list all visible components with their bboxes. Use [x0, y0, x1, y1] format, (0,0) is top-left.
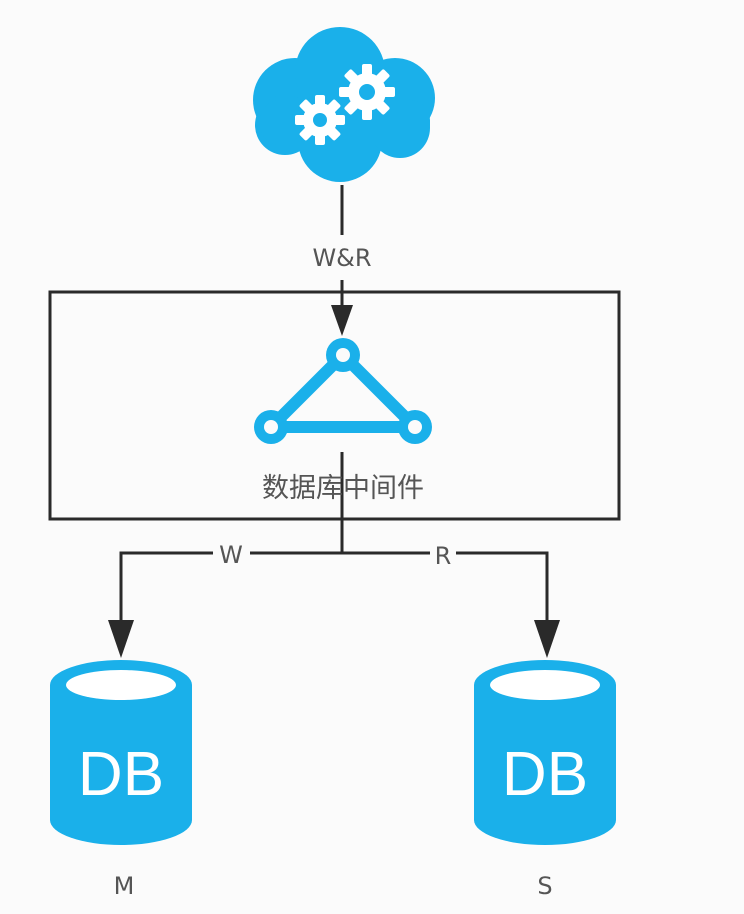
arrow-head-icon — [108, 620, 134, 658]
edge-read: R — [342, 542, 560, 658]
database-text: DB — [78, 740, 164, 809]
arrow-head-icon — [534, 620, 560, 658]
cloud-gears-icon — [253, 27, 435, 182]
middleware-box — [48, 290, 621, 521]
database-text: DB — [502, 740, 588, 809]
edge-write: W — [108, 541, 342, 658]
middleware-label: 数据库中间件 — [262, 473, 424, 504]
gear-icon — [295, 95, 345, 145]
edge-write-read: W&R — [312, 185, 372, 336]
database-icon — [50, 660, 192, 845]
database-icon — [474, 660, 616, 845]
edge-label-write-read: W&R — [312, 244, 371, 272]
arrow-head-icon — [331, 305, 353, 336]
gear-icon — [339, 64, 395, 120]
database-slave: DB S — [474, 660, 616, 900]
edge-label-write: W — [219, 541, 243, 569]
database-master: DB M — [50, 660, 192, 900]
database-caption: M — [114, 872, 135, 900]
edge-label-read: R — [435, 542, 452, 570]
network-triangle-icon — [254, 338, 432, 444]
database-caption: S — [537, 872, 552, 900]
